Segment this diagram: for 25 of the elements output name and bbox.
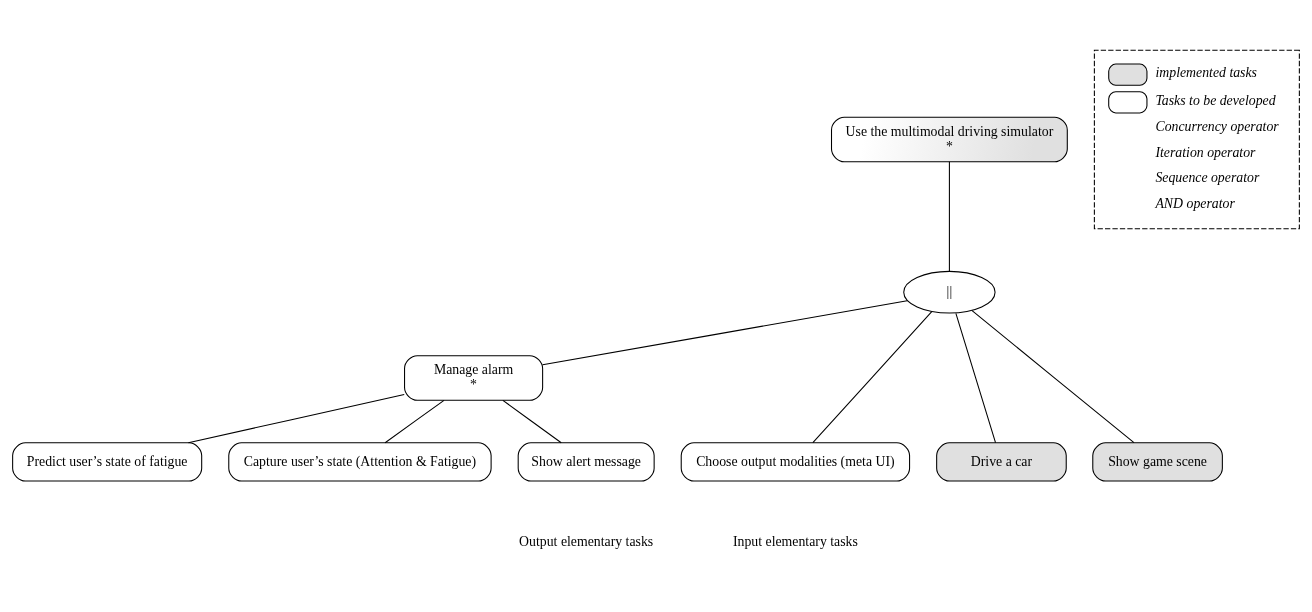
connector (971, 310, 1135, 444)
connector (948, 161, 950, 272)
legend-label: Iteration operator (1155, 144, 1256, 160)
legend-label: AND operator (1155, 195, 1235, 211)
connector (502, 399, 562, 444)
legend-label: Tasks to be developed (1155, 92, 1276, 108)
node-box: Choose output modalities (meta UI) (680, 442, 911, 482)
connector (812, 311, 933, 444)
legend-label: implemented tasks (1155, 65, 1257, 81)
node-box: Show game scene (1092, 442, 1223, 482)
node-box: Drive a car (936, 442, 1067, 482)
node-box: Capture user’s state (Attention & Fatigue) (228, 442, 492, 482)
connector (542, 300, 908, 366)
connector (187, 394, 405, 444)
label: Output elementary tasks (519, 534, 654, 550)
label: Input elementary tasks (732, 534, 858, 550)
node-box: Use the multimodal driving simulator * (831, 116, 1068, 163)
node-box: Predict user’s state of fatigue (12, 442, 203, 482)
node-box: Show alert message (517, 442, 655, 482)
legend-label: Sequence operator (1155, 170, 1260, 186)
node-box: Manage alarm * (404, 355, 544, 401)
connector (955, 312, 997, 444)
node-ellipse: || (903, 270, 996, 314)
legend-label: Concurrency operator (1155, 119, 1279, 135)
connector (384, 399, 445, 444)
